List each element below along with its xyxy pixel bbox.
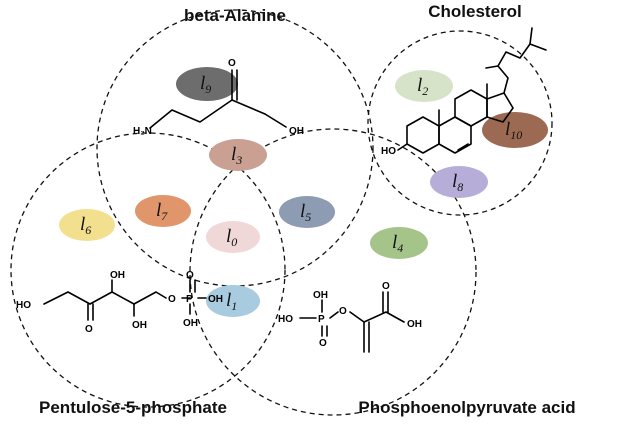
circle-cholesterol	[367, 30, 553, 216]
label-text-l7: l7	[156, 200, 168, 223]
label-ellipse-l9	[176, 67, 238, 101]
atom-cholesterol-ho: HO	[381, 146, 396, 157]
label-l4: l4	[370, 227, 428, 259]
pentulose-5-phosphate-structure: HO O OH OH O P O OH OH	[16, 270, 223, 335]
label-text-l9: l9	[200, 73, 211, 96]
label-ellipse-l6	[59, 209, 115, 241]
label-text-l6: l6	[80, 214, 91, 237]
label-text-l8: l8	[452, 171, 463, 194]
label-text-l5: l5	[300, 201, 311, 224]
atom-pentulose-phosphorus: P	[186, 294, 193, 305]
label-ellipse-l5	[279, 196, 335, 228]
label-l2: l2	[395, 70, 453, 102]
label-l6: l6	[59, 209, 115, 241]
atom-pep-carboxyl-oh: OH	[407, 319, 422, 330]
label-l5: l5	[279, 196, 335, 228]
label-text-l4: l4	[392, 232, 403, 255]
label-text-l0: l0	[226, 226, 237, 249]
atom-pep-p-oxygen: O	[319, 338, 327, 349]
label-l1: l1	[206, 285, 260, 317]
atom-pentulose-oh-2: OH	[132, 320, 147, 331]
circle-phosphoenolpyruvate-acid	[189, 128, 477, 416]
title-pentulose-5-phosphate: Pentulose-5-phosphate	[39, 398, 227, 417]
atom-pentulose-oh-1: OH	[110, 270, 125, 281]
atom-pentulose-p-oh-2: OH	[183, 318, 198, 329]
label-ellipse-l7	[135, 195, 191, 227]
label-ellipse-l3	[209, 139, 267, 171]
atom-pep-carbonyl-oxygen: O	[382, 281, 390, 292]
cholesterol-structure: HO	[381, 27, 547, 157]
atom-pep-p-oh-1: HO	[278, 314, 293, 325]
atom-pentulose-p-oxygen: O	[186, 270, 194, 281]
atom-pep-ester-oxygen: O	[339, 306, 347, 317]
beta-alanine-structure: H₂N O OH	[133, 58, 304, 137]
label-l8: l8	[430, 166, 488, 198]
label-ellipse-l0	[206, 221, 260, 253]
atom-pentulose-ho: HO	[16, 300, 31, 311]
atom-h2n: H₂N	[133, 126, 152, 137]
atom-pentulose-p-oh-1: OH	[208, 294, 223, 305]
atom-pep-phosphorus: P	[318, 314, 325, 325]
atom-carboxyl-oh: OH	[289, 126, 304, 137]
label-ellipse-l8	[430, 166, 488, 198]
phosphoenolpyruvate-structure: HO OH P O O O OH	[278, 281, 422, 353]
label-text-l3: l3	[231, 144, 242, 167]
label-ellipse-l1	[206, 285, 260, 317]
label-l0: l0	[206, 221, 260, 253]
label-layer: l9 l3 l7 l0 l5 l6 l1 l4 l2 l10 l8	[59, 67, 548, 317]
label-l7: l7	[135, 195, 191, 227]
atom-pentulose-keto-oxygen: O	[85, 324, 93, 335]
label-l3: l3	[209, 139, 267, 171]
title-beta-alanine: beta-Alanine	[184, 6, 286, 25]
atom-carbonyl-oxygen: O	[228, 58, 236, 69]
atom-pentulose-ester-oxygen: O	[168, 294, 176, 305]
label-l10: l10	[482, 112, 548, 148]
label-text-l10: l10	[505, 119, 522, 142]
label-ellipse-l4	[370, 227, 428, 259]
title-cholesterol: Cholesterol	[428, 2, 522, 21]
circle-pentulose-5-phosphate	[10, 132, 286, 408]
label-ellipse-l2	[395, 70, 453, 102]
title-phosphoenolpyruvate-acid: Phosphoenolpyruvate acid	[358, 398, 575, 417]
label-text-l2: l2	[417, 75, 428, 98]
label-text-l1: l1	[226, 290, 237, 313]
atom-pep-p-oh-2: OH	[313, 290, 328, 301]
label-l9: l9	[176, 67, 238, 101]
